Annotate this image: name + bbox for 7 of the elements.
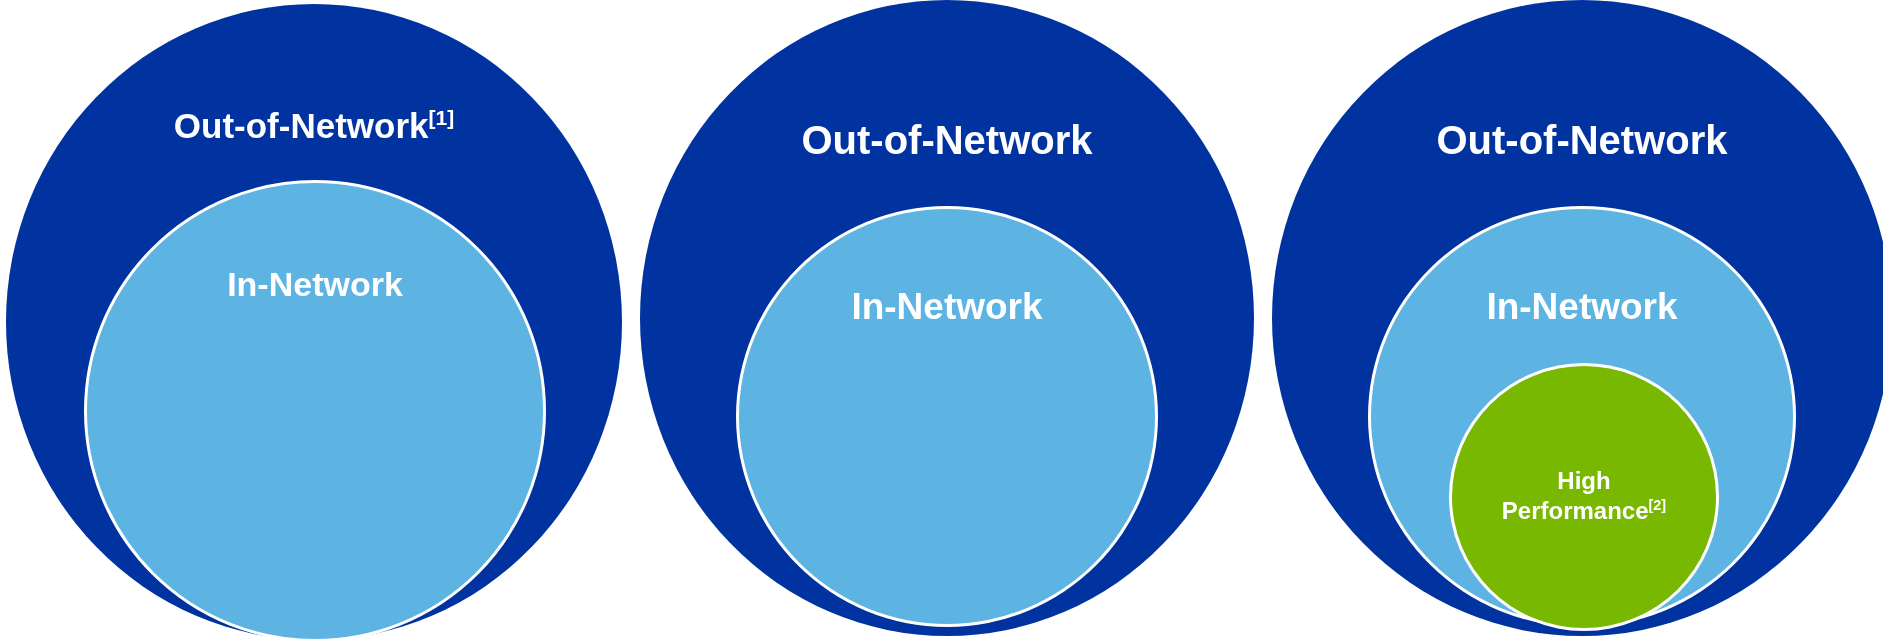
circle-label: Out-of-Network (1436, 117, 1728, 164)
circle-label: In-Network (1486, 285, 1678, 329)
circle-label: Out-of-Network$^{[1]}$ (173, 105, 455, 147)
circle-label: High Performance$^{[2]}$ (1500, 466, 1668, 526)
circle-label: Out-of-Network (801, 117, 1093, 164)
circle-label: In-Network (851, 285, 1043, 329)
circle-label: In-Network (227, 264, 403, 305)
